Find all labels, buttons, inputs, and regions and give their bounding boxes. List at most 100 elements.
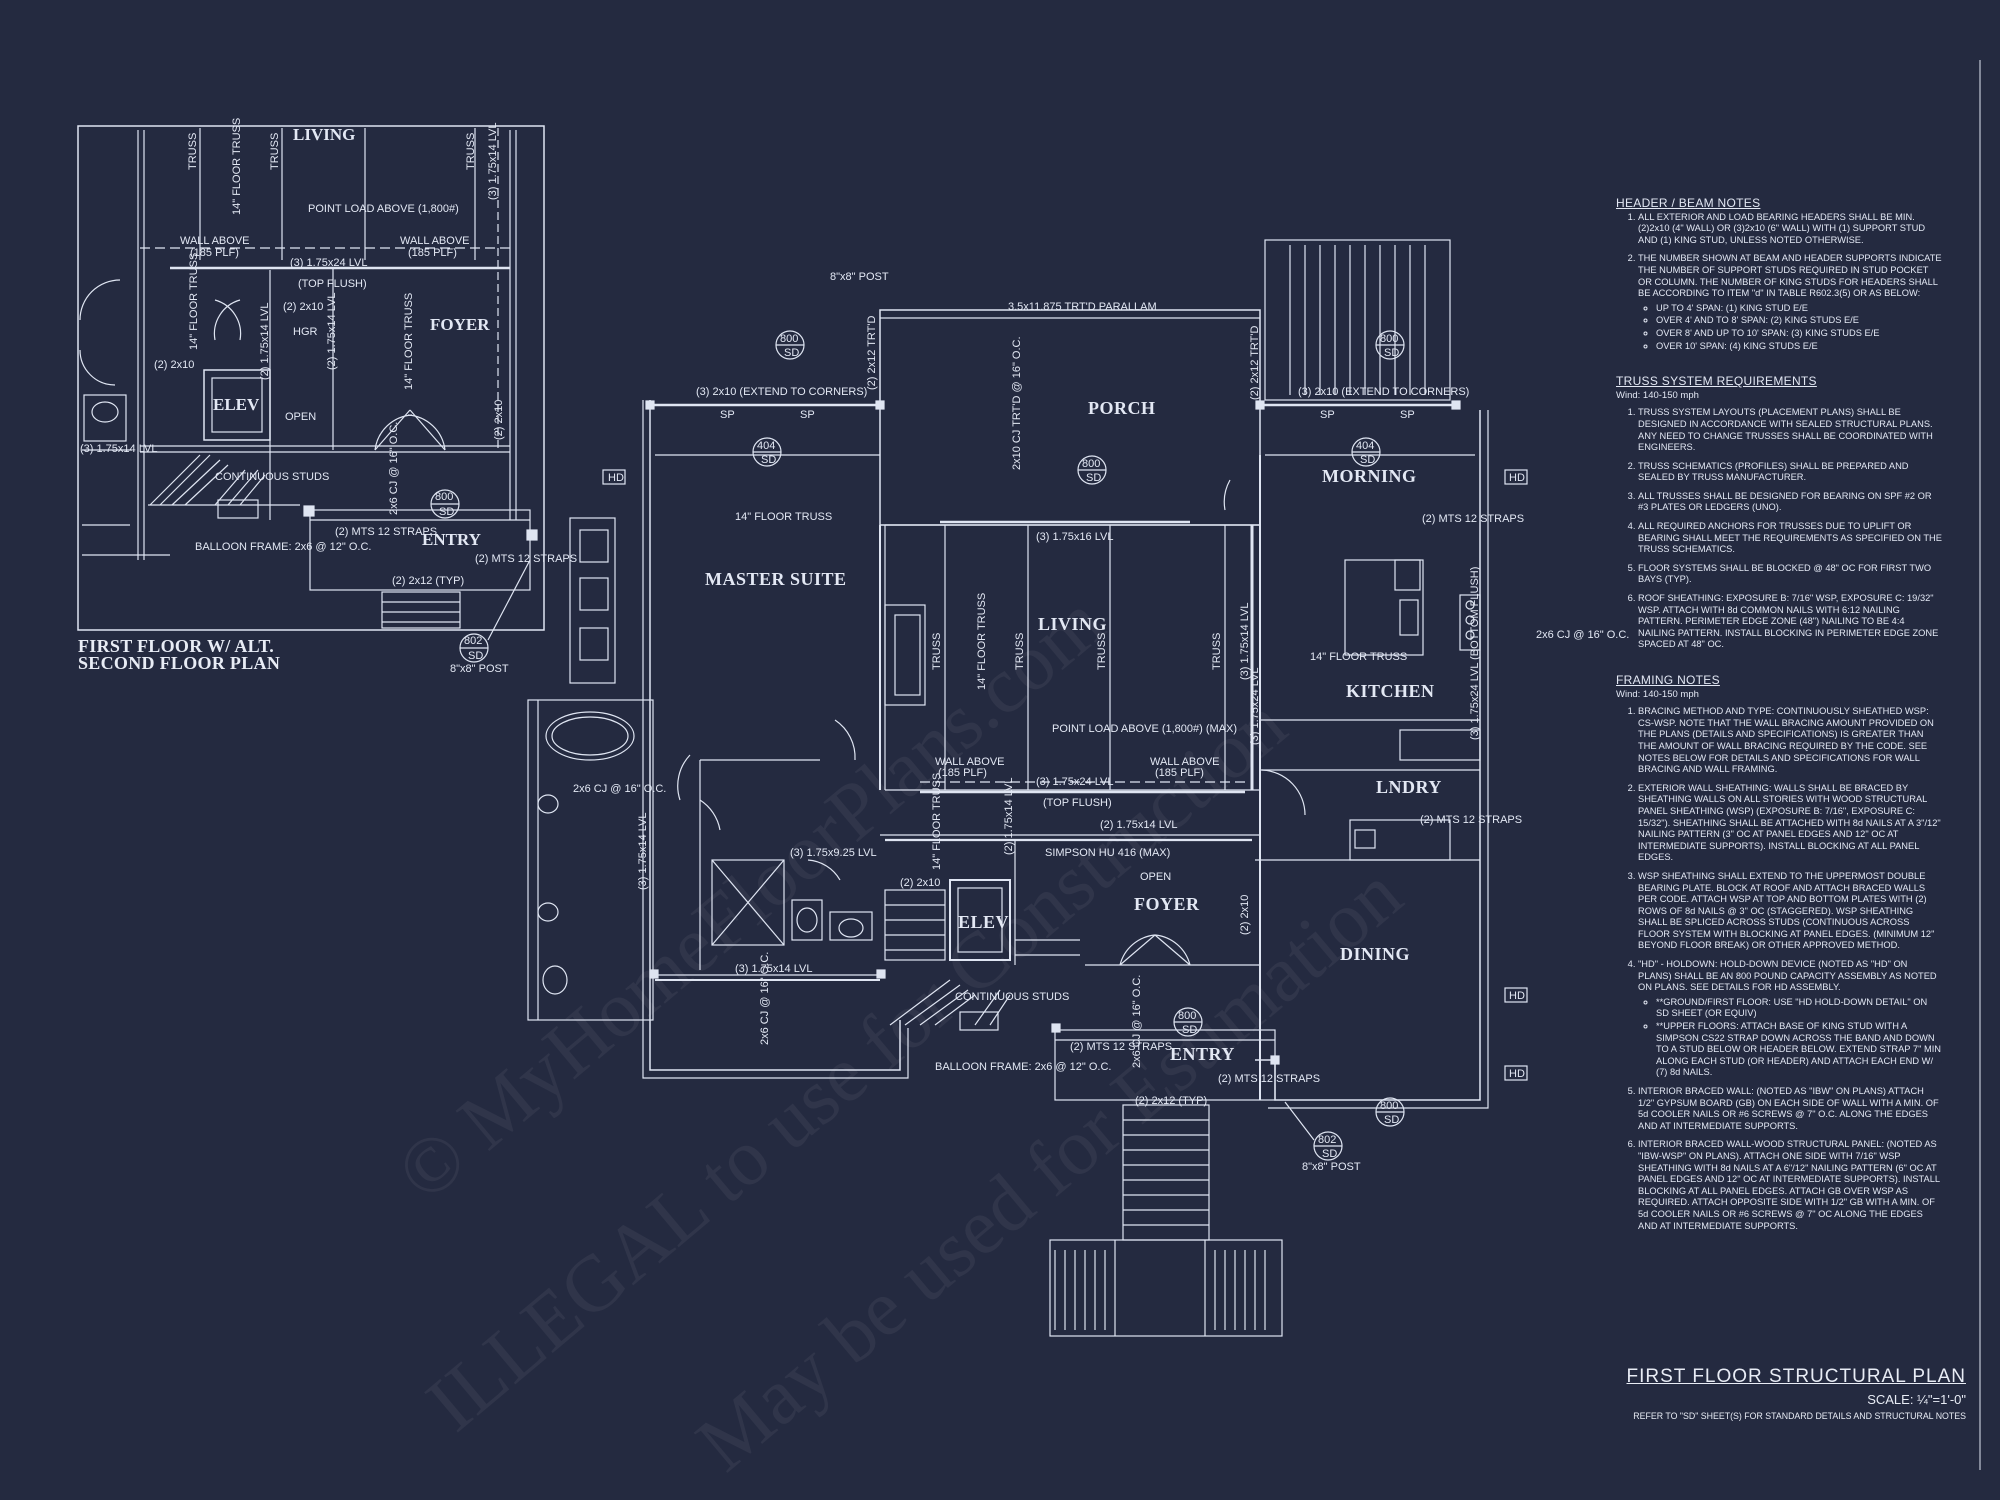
label-kitchen-truss: 14" FLOOR TRUSS [1310,651,1407,663]
label-mts-entry-l: (2) MTS 12 STRAPS [1070,1041,1172,1053]
room-porch: PORCH [1088,398,1156,418]
label-point-load: POINT LOAD ABOVE (1,800#) (MAX) [1052,723,1237,735]
label-two-2x12: (2) 2x12 (TYP) [1135,1095,1207,1107]
inset-two-2x12: (2) 2x12 (TYP) [392,575,464,587]
truss-note-6: ROOF SHEATHING: EXPOSURE B: 7/16" WSP, E… [1638,593,1942,651]
inset-hgr: HGR [293,326,318,338]
inset-truss-3: TRUSS [465,133,477,170]
room-morning: MORNING [1322,466,1417,486]
label-truss-a: TRUSS [931,633,943,670]
truss-note-4: ALL REQUIRED ANCHORS FOR TRUSSES DUE TO … [1638,521,1942,556]
label-lvl-24: (3) 1.75x24 LVL [1036,776,1113,788]
inset-open: OPEN [285,411,316,423]
main-plan [527,239,1528,1337]
inset-plan [77,125,545,663]
label-sp-1: SP [720,409,735,421]
label-wall-above-r2: (185 PLF) [1155,767,1204,779]
inset-tag-800: 800 [435,491,453,503]
label-lvl-bath: (3) 1.75x14 LVL [637,813,649,890]
king-stud-bullet-2: OVER 4' AND TO 8' SPAN: (2) KING STUDS E… [1656,315,1942,327]
label-sp-2: SP [800,409,815,421]
header-beam-notes: HEADER / BEAM NOTES ALL EXTERIOR AND LOA… [1616,196,1942,352]
sheet-title: FIRST FLOOR STRUCTURAL PLAN [1626,1366,1966,1387]
label-mts-morning: (2) MTS 12 STRAPS [1422,513,1524,525]
inset-lvl-left: (3) 1.75x14 LVL [80,443,157,455]
inset-tag-sd2: SD [468,650,483,662]
label-lvl-foyer-h: (2) 1.75x14 LVL [1100,819,1177,831]
inset-caption-line2: SECOND FLOOR PLAN [78,653,281,673]
header-beam-title: HEADER / BEAM NOTES [1616,196,1761,210]
tag-1-sd: SD [784,347,799,359]
inset-lvl-24: (3) 1.75x24 LVL [290,257,367,269]
label-wall-above-l: WALL ABOVE [935,756,1005,768]
tag-2-num: 404 [757,440,775,452]
room-foyer: FOYER [1134,894,1200,914]
label-hdr-left: (3) 2x10 (EXTEND TO CORNERS) [696,386,867,398]
header-beam-note-2: THE NUMBER SHOWN AT BEAM AND HEADER SUPP… [1638,253,1942,352]
tag-7-sd: SD [1322,1148,1337,1160]
label-post-b: 8"x8" POST [1302,1161,1361,1173]
inset-lvl-right: (3) 1.75x14 LVL [487,123,499,200]
framing-notes: FRAMING NOTES Wind: 140-150 mph BRACING … [1616,674,1942,1232]
label-trtd-2x12: (2) 2x12 TRT'D [866,316,878,390]
king-stud-bullet-1: UP TO 4' SPAN: (1) KING STUD E/E [1656,303,1942,315]
inset-room-foyer: FOYER [430,315,490,334]
inset-room-entry: ENTRY [422,530,481,549]
tag-4-num: 404 [1356,440,1374,452]
truss-note-3: ALL TRUSSES SHALL BE DESIGNED FOR BEARIN… [1638,491,1942,514]
general-notes: HEADER / BEAM NOTES ALL EXTERIOR AND LOA… [1616,196,1942,1256]
label-master-truss: 14" FLOOR TRUSS [735,511,832,523]
framing-note-4: "HD" - HOLDOWN: HOLD-DOWN DEVICE (NOTED … [1638,959,1942,1079]
tag-3-num: 800 [1082,458,1100,470]
truss-note-1: TRUSS SYSTEM LAYOUTS (PLACEMENT PLANS) S… [1638,407,1942,453]
inset-lvl-14: (2) 1.75x14 LVL [259,303,271,380]
tag-5-num: 800 [1380,333,1398,345]
truss-note-5: FLOOR SYSTEMS SHALL BE BLOCKED @ 48" OC … [1638,563,1942,586]
label-lvl-925: (3) 1.75x9.25 LVL [790,847,877,859]
room-master-suite: MASTER SUITE [705,569,847,589]
king-stud-bullet-3: OVER 8' AND UP TO 10' SPAN: (3) KING STU… [1656,328,1942,340]
framing-note-1: BRACING METHOD AND TYPE: CONTINUOUSLY SH… [1638,706,1942,776]
inset-mts2: (2) MTS 12 STRAPS [475,553,577,565]
truss-title: TRUSS SYSTEM REQUIREMENTS [1616,374,1817,389]
tag-5-sd: SD [1384,347,1399,359]
label-trtd-2x12b: (2) 2x12 TRT'D [1249,326,1261,400]
inset-cj: 2x6 CJ @ 16" O.C. [388,422,400,515]
inset-two-2x10: (2) 2x10 [283,301,323,313]
inset-balloon: BALLOON FRAME: 2x6 @ 12" O.C. [195,541,371,553]
label-hd-4: HD [1509,1068,1525,1080]
label-cj-kitchen: 2x6 CJ @ 16" O.C. [1536,629,1629,641]
tag-3-sd: SD [1086,472,1101,484]
framing-wind: Wind: 140-150 mph [1616,688,1699,700]
label-hd-1: HD [608,472,624,484]
label-open: OPEN [1140,871,1171,883]
label-mts-lndry: (2) MTS 12 STRAPS [1420,814,1522,826]
tag-1-num: 800 [780,333,798,345]
truss-notes: TRUSS SYSTEM REQUIREMENTS Wind: 140-150 … [1616,374,1942,651]
inset-caption-line1: FIRST FLOOR W/ ALT. [78,636,275,656]
room-lndry: LNDRY [1376,777,1442,797]
inset-top-flush: (TOP FLUSH) [298,278,367,290]
label-kitchen-lvl2: (3) 1.75x24 LVL [1249,668,1261,745]
inset-room-elev: ELEV [213,395,260,414]
room-kitchen: KITCHEN [1346,681,1435,701]
label-balloon: BALLOON FRAME: 2x6 @ 12" O.C. [935,1061,1111,1073]
room-elev: ELEV [958,912,1009,932]
inset-wall-above-l: WALL ABOVE [180,235,250,247]
truss-note-2: TRUSS SCHEMATICS (PROFILES) SHALL BE PRE… [1638,461,1942,484]
tag-4-sd: SD [1360,454,1375,466]
tag-2-sd: SD [761,454,776,466]
inset-two-2x10c: (2) 2x10 [493,400,505,440]
label-cj-entry: 2x6 CJ @ 16" O.C. [1131,975,1143,1068]
tag-8-num: 800 [1380,1100,1398,1112]
inset-labels: LIVING FOYER ELEV ENTRY WALL ABOVE (185 … [80,118,577,675]
label-two-2x10: (2) 2x10 [900,877,940,889]
inset-truss-1: TRUSS [187,133,199,170]
inset-tag-sd: SD [439,506,454,518]
label-porch-trtd: 2x10 CJ TRT'D @ 16" O.C. [1011,336,1023,470]
label-kitchen-lvl: (3) 1.75x24 LVL (BOTTOM FLUSH) [1469,567,1481,740]
label-truss-b: TRUSS [1014,633,1026,670]
room-dining: DINING [1340,944,1410,964]
